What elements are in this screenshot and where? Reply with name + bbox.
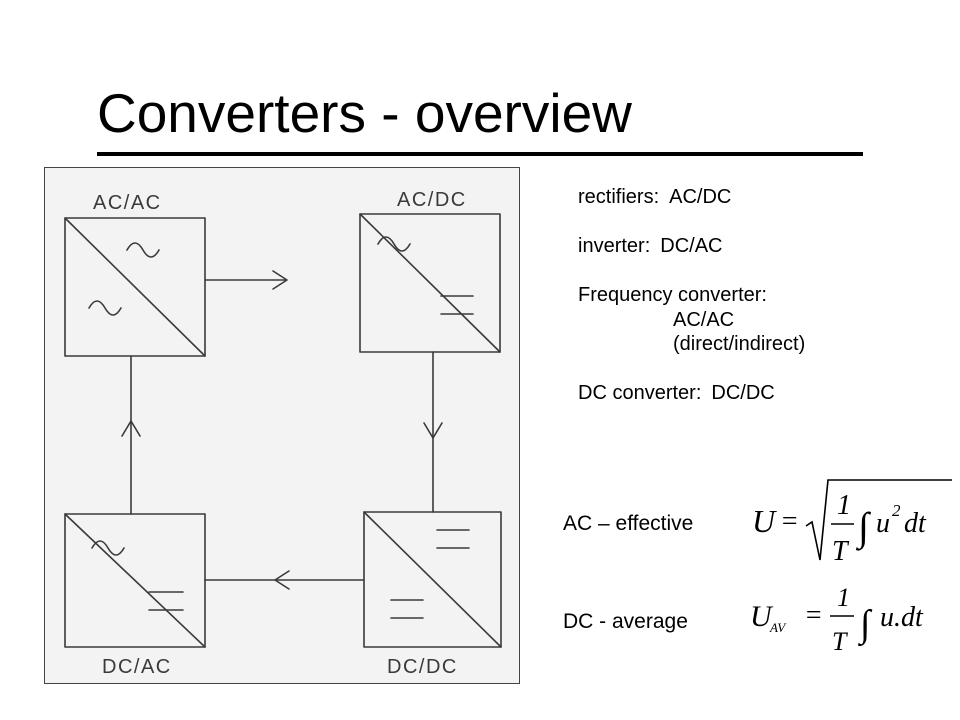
arrow-ac-dc-to-dc-dc <box>423 351 443 513</box>
svg-text:1: 1 <box>837 583 850 612</box>
svg-text:U: U <box>752 503 777 539</box>
svg-text:=: = <box>780 506 799 537</box>
svg-text:T: T <box>832 627 848 656</box>
block-label-dc-ac: DC/AC <box>102 656 172 678</box>
svg-text:T: T <box>832 536 850 567</box>
svg-text:∫: ∫ <box>855 504 872 551</box>
svg-text:AV: AV <box>769 620 787 635</box>
title-underline <box>97 152 863 156</box>
svg-text:=: = <box>804 600 823 631</box>
definition-frequency-converter: Frequency converter: <box>578 284 767 306</box>
block-dc-ac <box>64 513 206 648</box>
block-label-ac-ac: AC/AC <box>93 192 162 214</box>
dc-average-label: DC - average <box>563 610 688 633</box>
ac-effective-formula: U = 1 T ∫ u 2 dt <box>752 479 952 567</box>
block-dc-dc <box>363 511 502 648</box>
sine-icon <box>126 242 160 258</box>
definitions-list: rectifiers:AC/DC inverter:DC/AC Frequenc… <box>578 185 805 406</box>
sine-icon <box>88 300 122 316</box>
definition-dc-converter: DC converter:DC/DC <box>578 382 775 404</box>
svg-text:U: U <box>750 600 774 633</box>
sine-icon <box>377 236 411 252</box>
arrow-ac-ac-to-ac-dc <box>204 270 288 290</box>
svg-text:1: 1 <box>837 490 851 521</box>
block-label-dc-dc: DC/DC <box>387 656 458 678</box>
sine-icon <box>91 540 125 556</box>
dc-average-formula: U AV = 1 T ∫ u.dt <box>750 583 924 656</box>
svg-text:u.dt: u.dt <box>880 602 924 633</box>
slide-title: Converters - overview <box>97 82 632 144</box>
svg-text:dt: dt <box>904 508 927 539</box>
ac-effective-label: AC – effective <box>563 512 694 535</box>
svg-text:u: u <box>876 508 890 539</box>
arrow-dc-ac-to-ac-ac <box>121 355 141 515</box>
definition-inverter: inverter:DC/AC <box>578 235 723 257</box>
block-ac-ac <box>64 217 206 357</box>
frequency-converter-note: (direct/indirect) <box>673 333 806 355</box>
definition-rectifiers: rectifiers:AC/DC <box>578 186 732 208</box>
block-label-ac-dc: AC/DC <box>397 189 467 211</box>
block-ac-dc <box>359 213 501 353</box>
svg-text:2: 2 <box>892 501 901 520</box>
arrow-dc-dc-to-dc-ac <box>204 570 365 590</box>
svg-text:∫: ∫ <box>858 603 873 647</box>
frequency-converter-value: AC/AC <box>673 308 735 331</box>
converter-diagram: AC/AC AC/DC DC/AC DC/DC <box>44 167 520 684</box>
